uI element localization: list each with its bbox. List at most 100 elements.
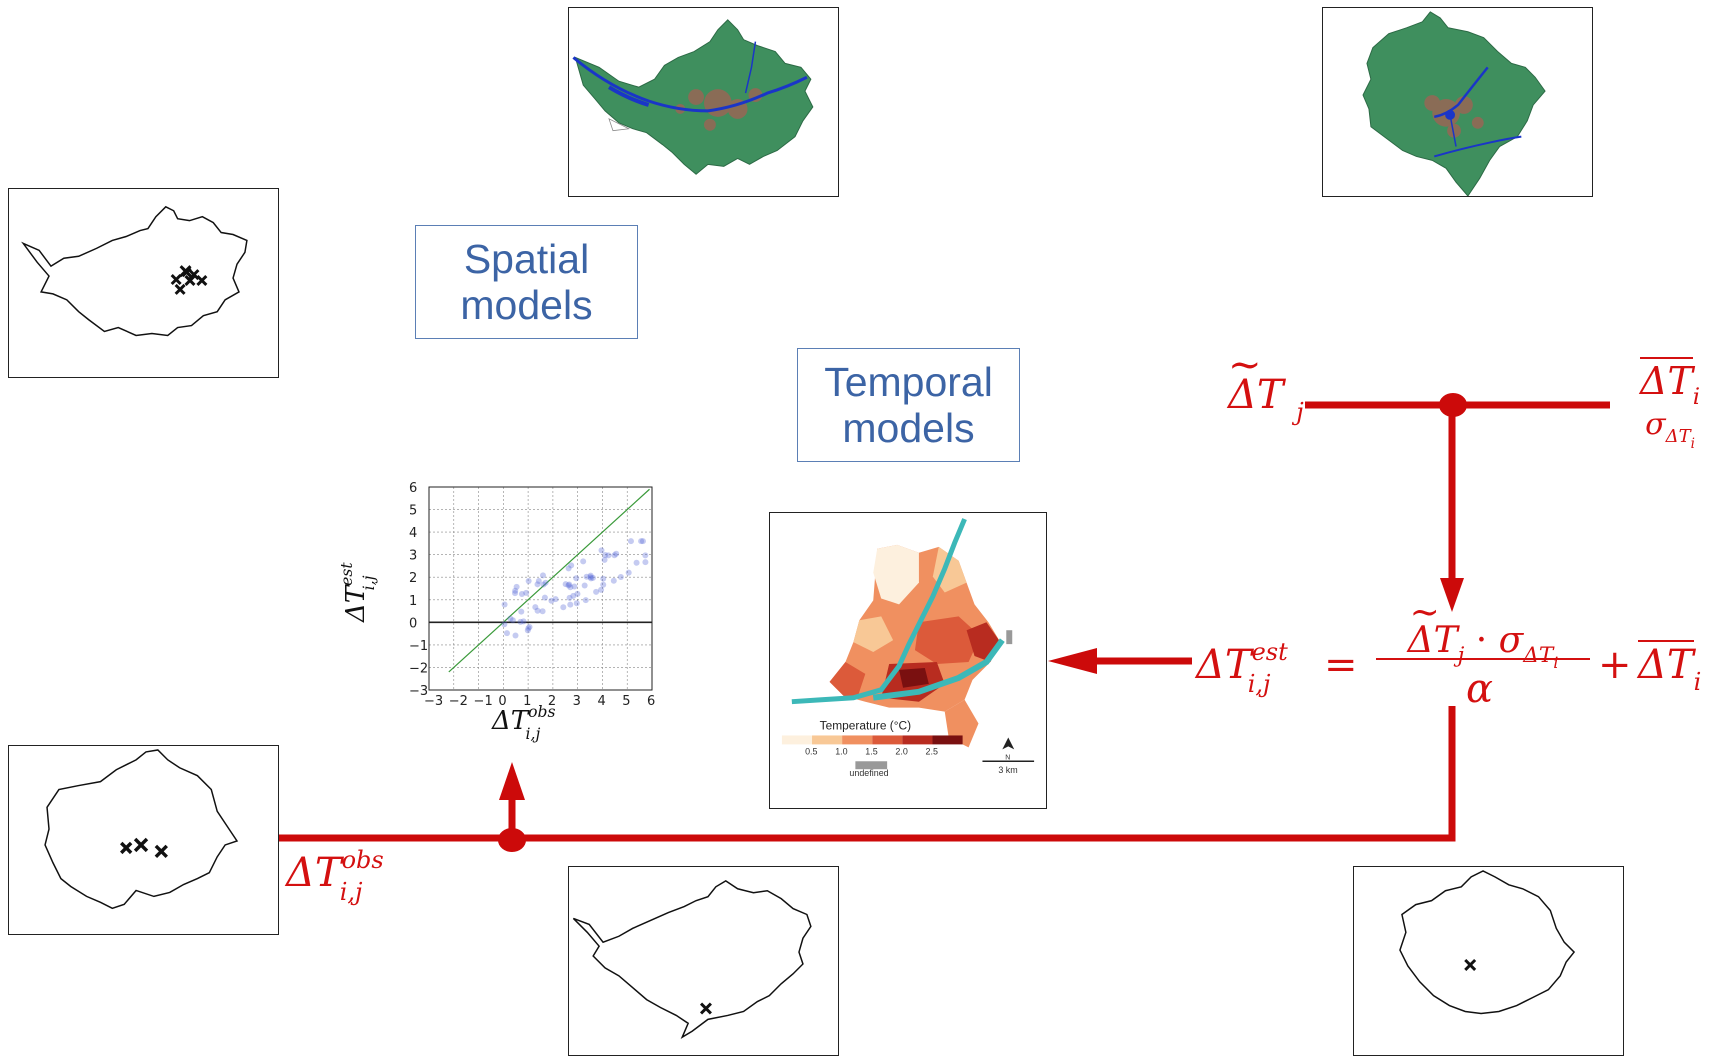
y-tick-label: 0 — [409, 616, 417, 631]
y-tick-label: −1 — [409, 639, 428, 654]
eq-dt-i-bar-over-sigma: ΔTi σΔTi — [1640, 357, 1701, 452]
scatter-point — [562, 581, 569, 588]
legend-tick-label: 0.5 — [805, 746, 817, 756]
x-tick-label: −1 — [474, 694, 493, 709]
scatter-point — [552, 596, 559, 603]
scatter-point — [627, 538, 634, 545]
scatter-point — [587, 574, 594, 581]
scatter-point — [598, 547, 605, 554]
temporal-models-line2: models — [842, 405, 975, 451]
temporal-models-line1: Temporal — [824, 359, 993, 405]
scatter-point — [587, 572, 594, 579]
scatter-point — [571, 583, 578, 590]
scatter-point — [525, 625, 532, 632]
scatter-point — [601, 556, 608, 563]
legend-swatch — [932, 735, 963, 745]
scatter-point — [617, 574, 624, 581]
scatter-point — [518, 608, 525, 615]
scatter-point — [605, 552, 612, 559]
outline-map-cluster — [8, 188, 279, 378]
legend-swatch — [812, 735, 843, 745]
scatter-point — [503, 630, 510, 637]
station-marks — [170, 265, 208, 295]
scatter-point — [642, 552, 649, 559]
spatial-models-line2: models — [460, 282, 593, 328]
x-tick-label: 0 — [498, 694, 506, 709]
scatter-point — [566, 594, 573, 601]
legend-colorbar — [781, 735, 963, 745]
outline-map-single-station-south — [568, 866, 839, 1056]
scatter-point — [581, 582, 588, 589]
scatter-point — [501, 621, 508, 628]
svg-text:N: N — [1005, 754, 1010, 761]
y-tick-label: 5 — [409, 504, 417, 519]
legend-tick-label: 2.0 — [895, 746, 907, 756]
scatter-point — [613, 550, 620, 557]
legend-tick-label: 1.0 — [835, 746, 847, 756]
scatter-frame — [428, 486, 653, 691]
scatter-point — [580, 558, 587, 565]
scatter-point — [593, 588, 600, 595]
scatter-point — [633, 559, 640, 566]
up-arrowhead — [499, 762, 525, 800]
scatter-point — [534, 607, 541, 614]
scatter-xlabel: ΔTobsi,j — [492, 703, 556, 743]
outline-map-single-station-center — [1353, 866, 1624, 1056]
scatter-point — [512, 587, 519, 594]
scatter-point — [525, 578, 532, 585]
scatter-point — [642, 559, 649, 566]
scatter-point — [568, 562, 575, 569]
scatter-points — [501, 538, 649, 639]
temporal-models-label: Temporal models — [797, 348, 1020, 462]
landuse-map-city-a — [568, 7, 839, 197]
legend-swatch — [842, 735, 873, 745]
y-tick-label: 3 — [409, 549, 417, 564]
scatter-point — [611, 552, 618, 559]
bottom-return-link — [279, 706, 1456, 842]
scatter-point — [518, 590, 525, 597]
x-tick-label: 1 — [523, 694, 531, 709]
scatter-point — [602, 551, 609, 558]
scatter-point — [560, 604, 567, 611]
left-arrowhead — [1048, 648, 1097, 674]
scatter-point — [541, 594, 548, 601]
scatter-point — [512, 632, 519, 639]
scatter-point — [625, 569, 632, 576]
scatter-point — [513, 583, 520, 590]
x-tick-label: 2 — [548, 694, 556, 709]
scatter-point — [512, 590, 519, 597]
scatter-identity-line — [448, 488, 650, 673]
legend-tick-labels: 0.5 1.0 1.5 2.0 2.5 — [805, 746, 938, 756]
eq-dt-obs: ΔTobsi,j — [286, 846, 384, 906]
outline-map-three-stations — [8, 745, 279, 935]
scatter-point — [570, 592, 577, 599]
spatial-models-label: Spatial models — [415, 225, 638, 339]
scatter-point — [566, 581, 573, 588]
y-tick-label: 1 — [409, 594, 417, 609]
legend-tick-label: 2.5 — [926, 746, 938, 756]
scatter-point — [501, 601, 508, 608]
scatter-point — [587, 575, 594, 582]
scatter-point — [565, 582, 572, 589]
spatial-models-line1: Spatial — [463, 236, 590, 282]
scatter-point — [574, 590, 581, 597]
top-junction-dot — [1439, 393, 1467, 417]
y-tick-label: 4 — [409, 526, 417, 541]
scatter-point — [523, 589, 530, 596]
scatter-point — [600, 581, 607, 588]
scatter-point — [600, 575, 607, 582]
scatter-point — [573, 575, 580, 582]
legend-swatch — [781, 735, 813, 745]
legend-tick-label: 1.5 — [865, 746, 877, 756]
scatter-point — [589, 574, 596, 581]
river-channel — [791, 518, 967, 705]
x-tick-label: 6 — [647, 694, 655, 709]
scatter-point — [507, 615, 514, 622]
scatter-point — [639, 538, 646, 545]
legend-swatch — [902, 735, 933, 745]
